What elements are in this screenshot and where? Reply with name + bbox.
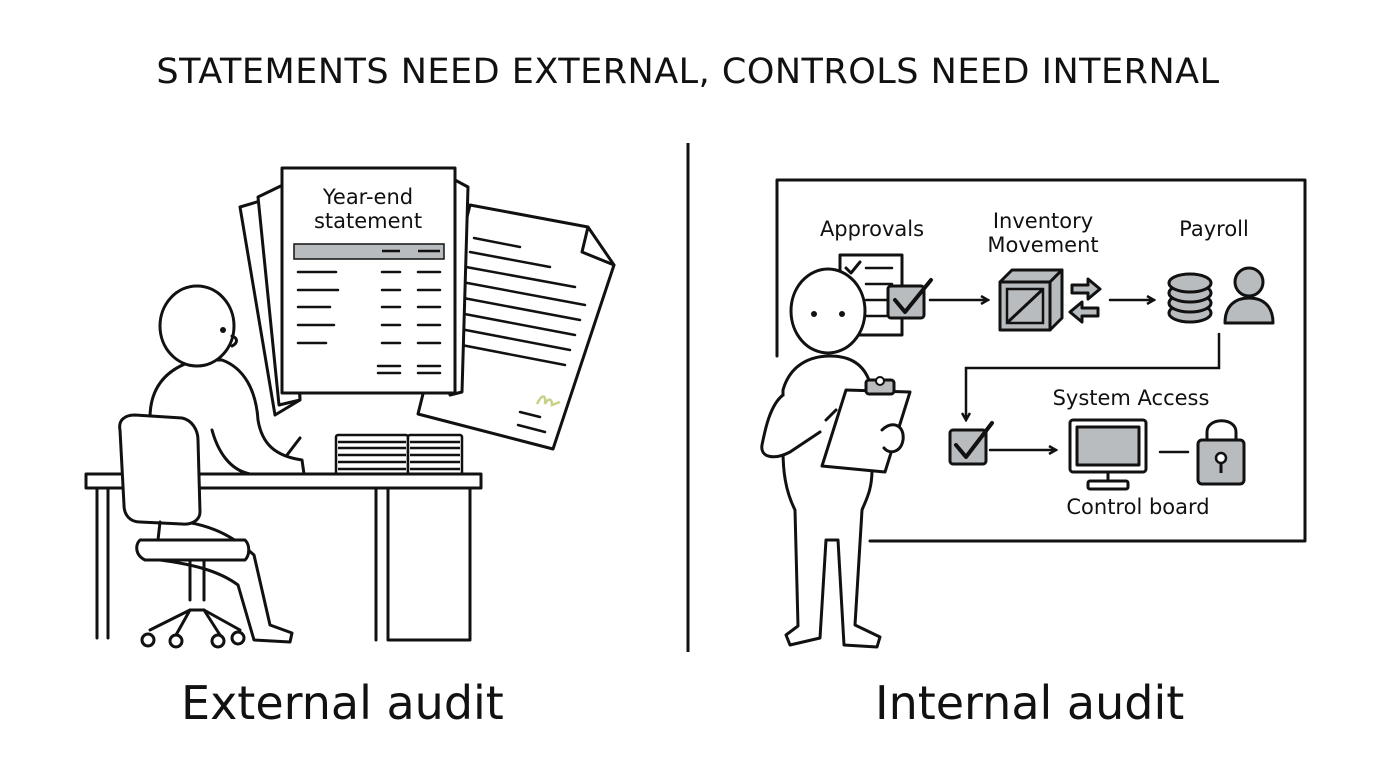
internal-audit-caption: Internal audit [875, 676, 1185, 730]
coin-stack-icon [1167, 272, 1213, 324]
system-access-label: System Access [1053, 386, 1210, 410]
internal-auditor-figure [760, 267, 912, 649]
checkbox-icon [886, 278, 933, 320]
year-end-statement-document: Year-end statement [280, 166, 457, 395]
clipboard-icon [820, 376, 912, 474]
checkbox-icon [948, 421, 994, 466]
crate-icon [998, 268, 1064, 332]
paper-stacks [334, 433, 464, 477]
padlock-icon [1196, 419, 1246, 486]
payroll-label: Payroll [1179, 217, 1249, 241]
swap-arrows-icon [1068, 277, 1102, 324]
approvals-label: Approvals [820, 217, 924, 241]
control-board: Approvals Inventory Movement Payroll Sys… [775, 178, 1307, 543]
monitor-icon [1068, 418, 1148, 491]
control-board-label: Control board [1066, 495, 1209, 519]
external-audit-scene: Year-end statement [84, 166, 616, 649]
inventory-label-line2: Movement [987, 233, 1098, 257]
signed-letter-document [416, 203, 616, 451]
document-title-line1: Year-end [322, 185, 413, 209]
internal-audit-scene: Approvals Inventory Movement Payroll Sys… [760, 178, 1307, 649]
document-title-line2: statement [314, 209, 422, 233]
inventory-label-line1: Inventory [993, 209, 1093, 233]
page-title: STATEMENTS NEED EXTERNAL, CONTROLS NEED … [156, 52, 1220, 92]
office-chair [118, 413, 251, 649]
person-icon [1223, 266, 1275, 325]
external-audit-caption: External audit [181, 676, 504, 730]
